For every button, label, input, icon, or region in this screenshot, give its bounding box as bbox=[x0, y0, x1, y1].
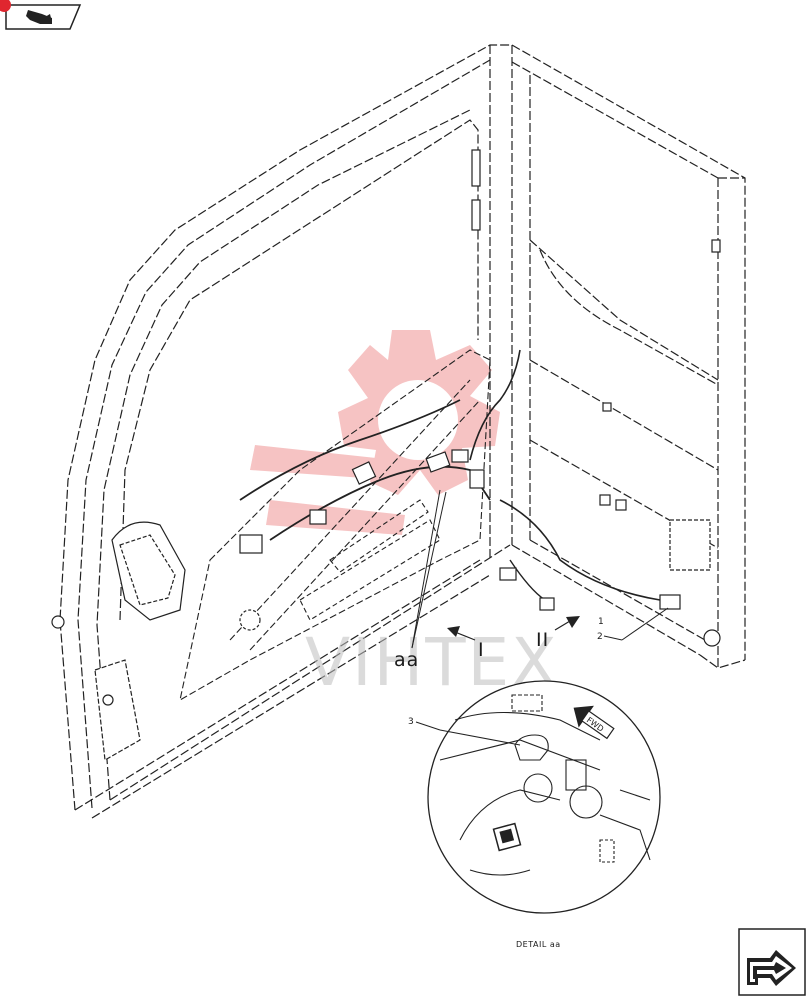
harness-connectors bbox=[239, 149, 721, 611]
item-two-callout: 2 bbox=[597, 632, 603, 642]
item-two-leader-tail bbox=[621, 607, 669, 641]
prev-page-button[interactable] bbox=[5, 4, 82, 30]
detail-ref-callout: aa bbox=[394, 649, 419, 671]
item-two-leader bbox=[603, 635, 623, 641]
item-three-leader-tail bbox=[439, 729, 521, 746]
view-two-callout: II bbox=[536, 629, 549, 651]
view-one-callout: I bbox=[478, 639, 485, 661]
item-three-leader bbox=[415, 721, 441, 731]
arrow-back-icon bbox=[26, 10, 52, 24]
next-page-button[interactable] bbox=[738, 928, 806, 996]
item-one-callout: 1 bbox=[598, 617, 604, 627]
watermark-gear bbox=[250, 330, 500, 535]
detail-caption: DETAIL aa bbox=[516, 940, 561, 949]
page-badge bbox=[0, 0, 11, 12]
item-three-callout: 3 bbox=[408, 717, 414, 727]
operator-seat bbox=[51, 521, 721, 761]
forward-direction-arrow: FWD bbox=[573, 705, 615, 740]
detail-aa-view: FWD bbox=[427, 680, 661, 914]
detail-aa-leaders bbox=[411, 489, 447, 649]
arrow-forward-icon bbox=[747, 950, 796, 986]
view-arrows bbox=[447, 616, 580, 641]
